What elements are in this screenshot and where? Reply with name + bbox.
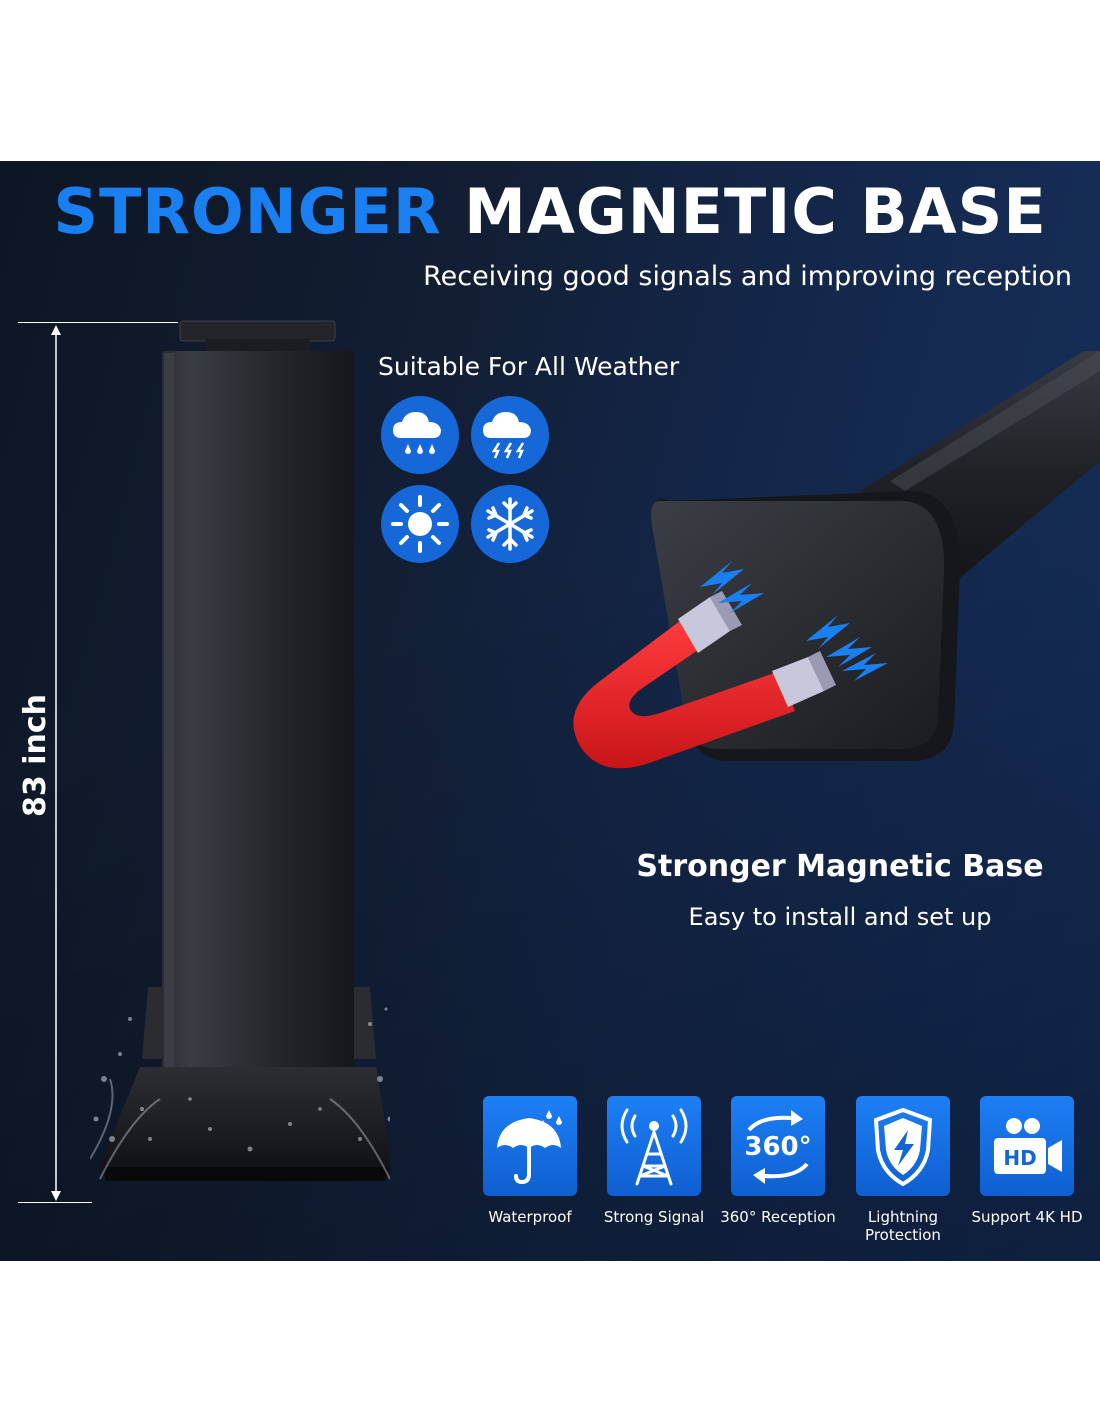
feature-waterproof: Waterproof <box>468 1096 592 1226</box>
svg-text:HD: HD <box>1003 1146 1036 1170</box>
snowflake-icon <box>471 485 549 563</box>
svg-text:360°: 360° <box>744 1132 811 1162</box>
dimension-label: 83 inch <box>18 694 54 817</box>
feature-360-reception: 360° 360° Reception <box>716 1096 840 1226</box>
feature-label: 360° Reception <box>720 1208 836 1226</box>
headline-main: MAGNETIC BASE <box>464 175 1047 248</box>
rain-cloud-icon <box>381 396 459 474</box>
feature-label: Strong Signal <box>603 1208 705 1226</box>
feature-lightning-protection: Lightning Protection <box>841 1096 965 1244</box>
headline-accent: STRONGER <box>53 175 442 248</box>
feature-label: Lightning Protection <box>865 1208 941 1244</box>
lightning-shield-icon <box>856 1096 950 1196</box>
headline: STRONGER MAGNETIC BASE <box>0 175 1100 248</box>
weather-title: Suitable For All Weather <box>378 352 680 381</box>
umbrella-icon <box>483 1096 577 1196</box>
dimension-bottom-line <box>18 1202 92 1203</box>
magnetic-base-illustration <box>573 351 1100 769</box>
feature-label: Support 4K HD <box>971 1208 1083 1226</box>
feature-strong-signal: Strong Signal <box>592 1096 716 1226</box>
sun-icon <box>381 485 459 563</box>
feature-4k-hd: HD Support 4K HD <box>965 1096 1089 1226</box>
feature-label: Waterproof <box>488 1208 572 1226</box>
signal-tower-icon <box>607 1096 701 1196</box>
hd-camera-icon: HD <box>980 1096 1074 1196</box>
antenna-illustration <box>90 320 390 1181</box>
magnetic-base-subtitle: Easy to install and set up <box>688 903 992 931</box>
dimension-arrow <box>51 325 61 1201</box>
rotation-360-icon: 360° <box>731 1096 825 1196</box>
dimension-top-line <box>18 322 178 323</box>
subheadline: Receiving good signals and improving rec… <box>423 261 1072 292</box>
magnetic-base-title: Stronger Magnetic Base <box>636 849 1044 884</box>
product-banner: STRONGER MAGNETIC BASE Receiving good si… <box>0 161 1100 1261</box>
thunderstorm-icon <box>471 396 549 474</box>
